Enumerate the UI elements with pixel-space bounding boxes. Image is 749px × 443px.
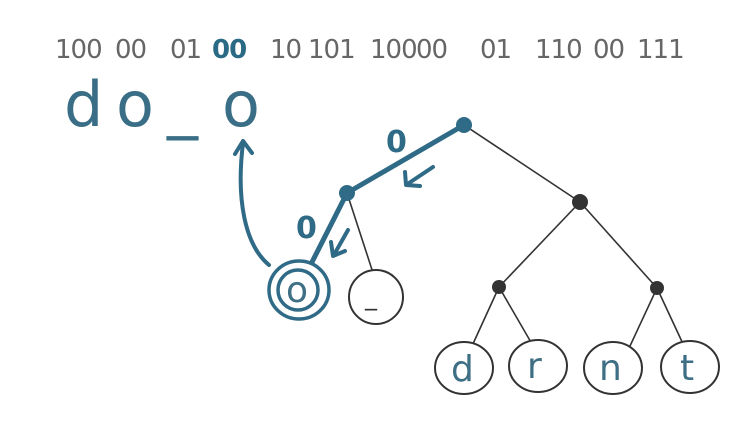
- leaf-o-inner-highlighted: [276, 268, 320, 312]
- leaf-n: [583, 341, 643, 395]
- leaf-label-n: n: [599, 348, 622, 389]
- leaf-label-t: t: [680, 348, 694, 389]
- edge-right-left: [498, 201, 581, 288]
- edge-to-t: [656, 287, 685, 347]
- leaf-d: [434, 341, 494, 395]
- internal-node-left: [339, 185, 355, 201]
- edge-to-n: [629, 287, 658, 347]
- bit-group-9: 110: [535, 35, 582, 65]
- bit-group-3-highlighted: 00: [212, 35, 246, 65]
- decoded-char-1: o: [116, 68, 154, 141]
- curved-arrow-icon: [238, 141, 271, 267]
- direction-arrows: [329, 165, 435, 258]
- leaf-r: [508, 339, 568, 393]
- bit-group-7: 00: [416, 35, 447, 65]
- curved-arrow-head-icon: [233, 139, 254, 156]
- arrow-head-icon-2: [329, 240, 347, 258]
- edge-right-right: [579, 201, 658, 289]
- arrow-icon-down-left-1: [407, 165, 435, 185]
- edge-label-0-top: 0: [386, 125, 407, 160]
- edge-left-to-o-highlighted: [305, 190, 350, 273]
- decoded-text: d o _ o: [64, 68, 260, 141]
- bit-group-10: 00: [593, 35, 624, 65]
- curved-output-arrow: [233, 139, 271, 267]
- internal-node-nt: [650, 281, 664, 295]
- bit-group-6: 100: [370, 35, 417, 65]
- decoded-char-3: o: [222, 68, 260, 141]
- leaf-t: [660, 340, 720, 394]
- leaf-label-r: r: [527, 346, 542, 387]
- highlighted-path: [305, 122, 467, 273]
- tree-edges: [346, 124, 685, 347]
- bit-group-8: 01: [480, 35, 511, 65]
- leaf-nodes: o _ d r n t: [267, 259, 720, 395]
- edge-root-right: [463, 124, 581, 203]
- bit-group-1: 00: [115, 35, 146, 65]
- bit-group-11: 111: [637, 35, 684, 65]
- internal-node-dr: [492, 280, 506, 294]
- bit-group-0: 100: [55, 35, 102, 65]
- arrow-head-icon-1: [403, 170, 422, 188]
- internal-node-right: [572, 194, 588, 210]
- leaf-label-underscore: _: [364, 283, 378, 311]
- bit-group-5: 101: [308, 35, 355, 65]
- leaf-label-o: o: [286, 270, 308, 311]
- edge-label-0-bottom: 0: [296, 211, 317, 246]
- edge-to-d: [471, 286, 500, 347]
- edge-root-left-highlighted: [344, 122, 467, 196]
- decoded-char-0: d: [64, 68, 103, 141]
- leaf-underscore: [348, 269, 404, 325]
- internal-nodes: [339, 117, 664, 295]
- decoded-char-2: _: [166, 68, 199, 141]
- bitstream: 100 00 01 00 10 101 100 00 01 110 00 111: [55, 35, 685, 65]
- leaf-label-d: d: [451, 349, 474, 390]
- bit-group-2: 01: [170, 35, 201, 65]
- root-node: [456, 117, 472, 133]
- bit-group-4: 10: [270, 35, 301, 65]
- edge-to-r: [498, 286, 533, 345]
- edge-left-to-underscore: [346, 192, 377, 283]
- arrow-icon-down-left-2: [333, 228, 350, 255]
